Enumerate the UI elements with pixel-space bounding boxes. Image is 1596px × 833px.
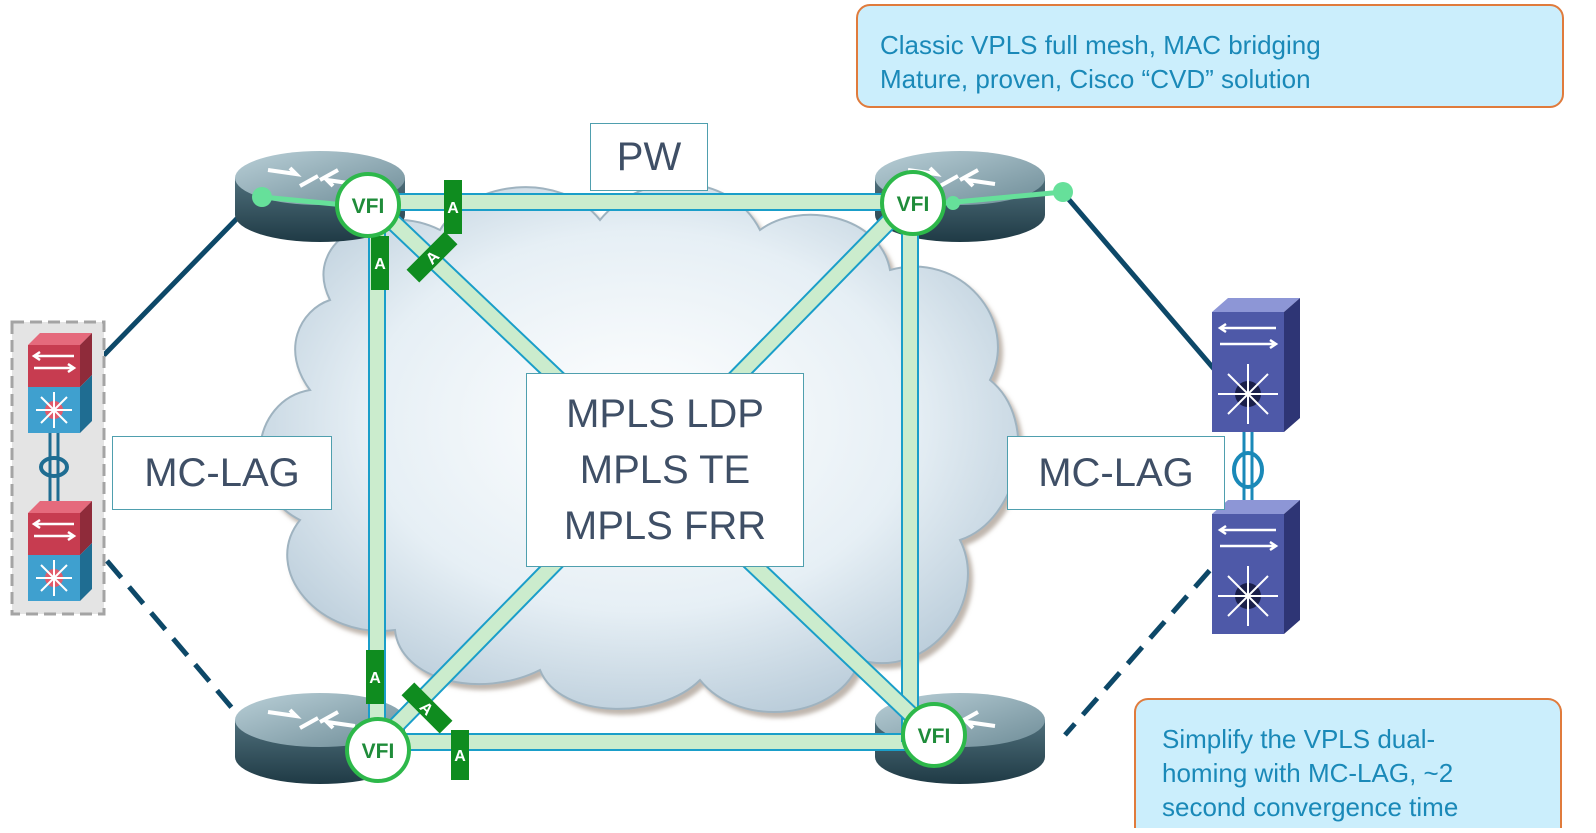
callout-top-line-2: Mature, proven, Cisco “CVD” solution — [880, 64, 1311, 94]
svg-text:VFI: VFI — [897, 193, 930, 216]
callout-top: Classic VPLS full mesh, MAC bridging Mat… — [856, 4, 1564, 108]
pw-label-text: PW — [616, 134, 682, 179]
mc-lag-left-label: MC-LAG — [112, 436, 332, 510]
mpls-features-label: MPLS LDP MPLS TE MPLS FRR — [526, 373, 804, 567]
tag-bottom-left-horizontal: A — [451, 730, 469, 780]
svg-text:A: A — [447, 200, 459, 217]
vfi-bottom-right: VFI — [901, 702, 967, 768]
vfi-top-left: VFI — [335, 172, 401, 238]
vfi-bottom-left: VFI — [345, 717, 411, 783]
callout-top-line-1: Classic VPLS full mesh, MAC bridging — [880, 30, 1321, 60]
right-switch-top — [1212, 298, 1300, 432]
mc-lag-left-text: MC-LAG — [144, 450, 300, 495]
tag-top-left-diagonal: A — [406, 231, 458, 283]
tag-top-left-vertical: A — [371, 236, 389, 290]
tag-bottom-left-diagonal: A — [401, 682, 453, 734]
pw-label: PW — [590, 123, 708, 191]
svg-text:VFI: VFI — [362, 740, 395, 763]
left-switch-top — [28, 333, 92, 433]
mc-lag-right-label: MC-LAG — [1007, 436, 1225, 510]
left-switch-link — [39, 433, 69, 502]
right-switch-link — [1232, 432, 1264, 512]
left-switch-stack — [10, 320, 106, 616]
vfi-top-right: VFI — [880, 170, 946, 236]
tag-top-left-horizontal: A — [444, 180, 462, 234]
callout-bottom-line-3: second convergence time — [1162, 792, 1459, 822]
svg-text:VFI: VFI — [352, 195, 385, 218]
svg-text:A: A — [374, 256, 386, 273]
mpls-te-text: MPLS TE — [579, 448, 751, 492]
callout-bottom-line-1: Simplify the VPLS dual- — [1162, 724, 1436, 754]
tag-bottom-left-vertical: A — [366, 650, 384, 704]
access-links — [68, 193, 1234, 737]
mpls-frr-text: MPLS FRR — [563, 504, 767, 548]
active-pw-tags: A A A A A A — [366, 180, 469, 780]
callout-bottom: Simplify the VPLS dual- homing with MC-L… — [1134, 698, 1562, 828]
mc-lag-right-text: MC-LAG — [1038, 450, 1194, 495]
right-switch-stack — [1212, 298, 1300, 634]
svg-text:A: A — [454, 748, 466, 765]
left-switch-bottom — [28, 501, 92, 601]
svg-text:VFI: VFI — [918, 725, 951, 748]
right-switch-bottom — [1212, 500, 1300, 634]
callout-bottom-line-2: homing with MC-LAG, ~2 — [1162, 758, 1454, 788]
mpls-ldp-text: MPLS LDP — [566, 392, 764, 436]
svg-text:A: A — [369, 670, 381, 687]
attachment-circuits — [252, 182, 1073, 210]
